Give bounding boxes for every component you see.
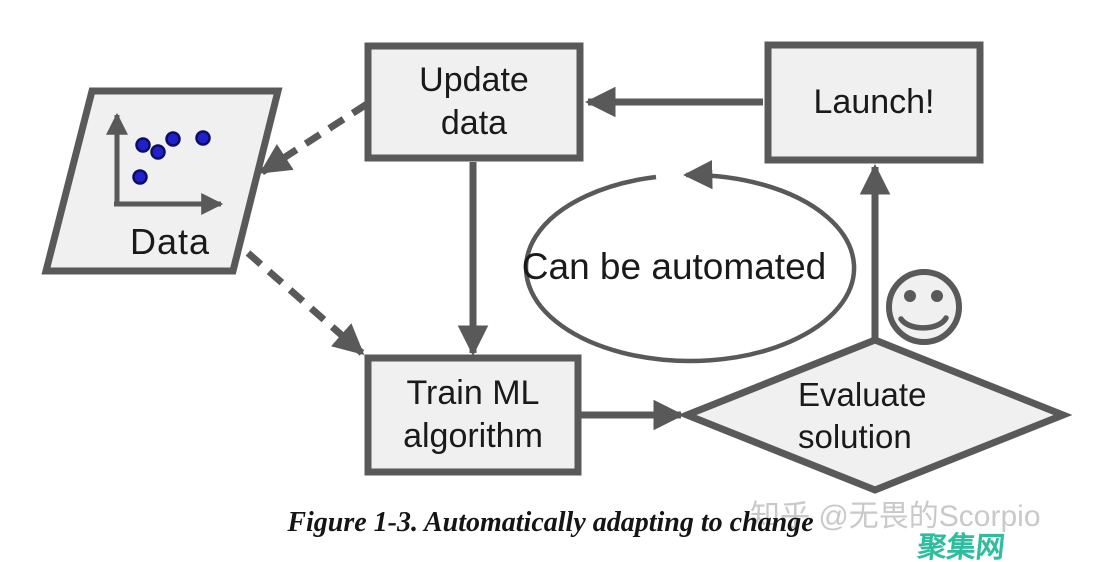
train-ml-box xyxy=(364,354,582,476)
scatter-dots xyxy=(132,130,211,185)
cycle-ellipse-arrow xyxy=(523,160,857,364)
scatter-dot xyxy=(135,137,151,153)
scatter-dot xyxy=(132,169,148,185)
site-watermark: 聚集网 xyxy=(916,532,1007,562)
evaluate-diamond xyxy=(677,336,1073,494)
scatter-dot xyxy=(165,131,181,147)
data-parallelogram xyxy=(41,87,283,275)
dashed-arrow-update-to-data xyxy=(259,101,369,175)
smiley-left-eye xyxy=(904,290,916,302)
zhihu-watermark: 知乎 @无畏的Scorpio xyxy=(750,500,1041,533)
launch-box xyxy=(764,41,984,164)
update-data-box xyxy=(364,42,584,162)
smiley-smile xyxy=(898,315,949,331)
scatter-plot-icon xyxy=(105,112,224,216)
scatter-dot xyxy=(150,144,166,160)
smiley-right-eye xyxy=(931,290,943,302)
dashed-arrow-data-to-train xyxy=(245,250,365,356)
smiley-head xyxy=(886,269,962,345)
scatter-dot xyxy=(195,130,211,146)
smiley-face-icon xyxy=(886,269,962,345)
figure-caption: Figure 1-3. Automatically adapting to ch… xyxy=(287,507,814,538)
